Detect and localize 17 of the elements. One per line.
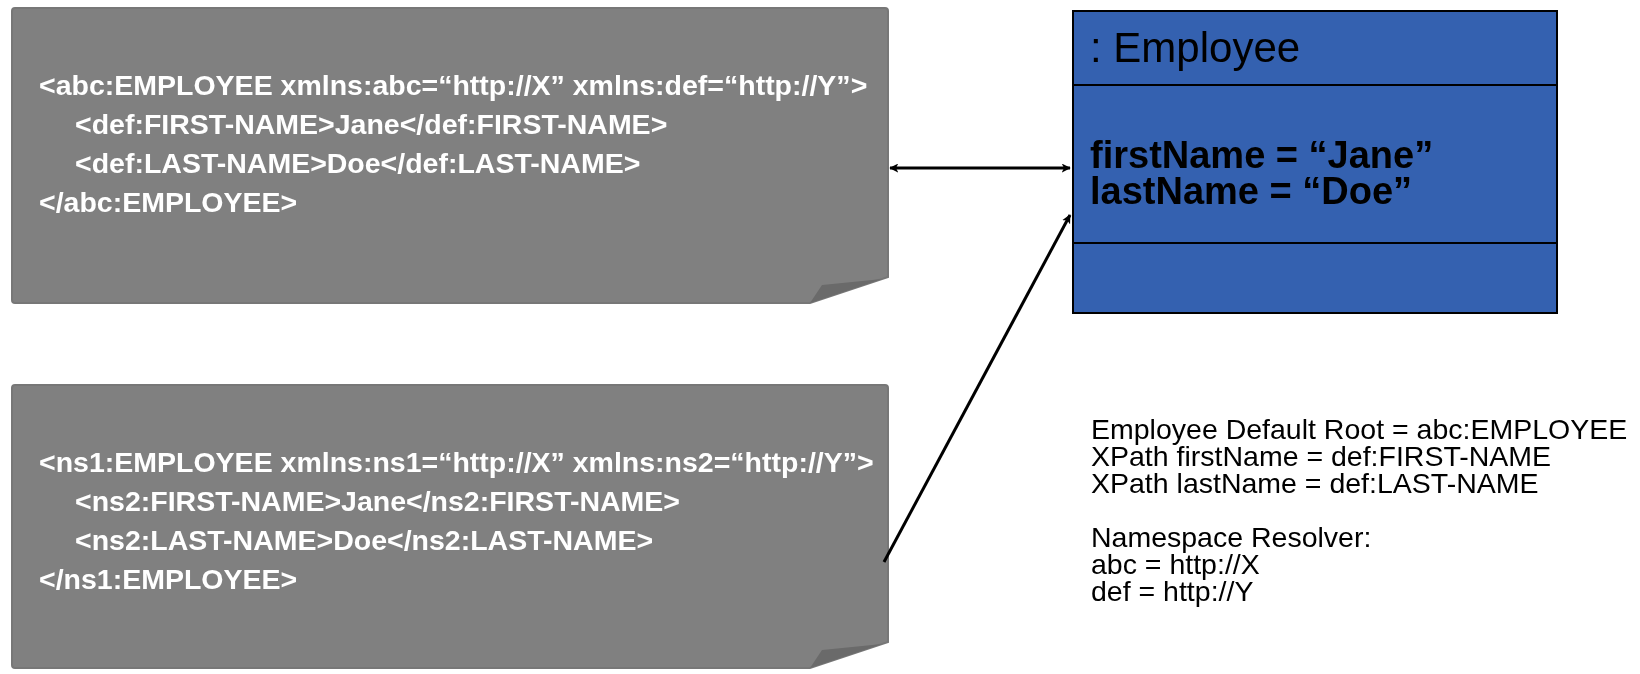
annotation-text: Namespace Resolver: — [1091, 522, 1372, 552]
code-line: <ns2:FIRST-NAME>Jane</ns2:FIRST-NAME> — [75, 484, 680, 519]
code-line: </ns1:EMPLOYEE> — [39, 562, 298, 597]
arrow — [882, 214, 1072, 563]
code-line: <ns2:LAST-NAME>Doe</ns2:LAST-NAME> — [75, 523, 654, 558]
code-line: <def:LAST-NAME>Doe</def:LAST-NAME> — [75, 146, 641, 181]
arrow — [889, 163, 1071, 173]
annotation-text: Employee Default Root = abc:EMPLOYEE — [1091, 414, 1628, 444]
code-line: <abc:EMPLOYEE xmlns:abc=“http://X” xmlns:def=“http://Y”> — [39, 68, 868, 103]
note-shape — [12, 385, 888, 668]
code-line: <def:FIRST-NAME>Jane</def:FIRST-NAME> — [75, 107, 668, 142]
class-name: : Employee — [1090, 24, 1301, 72]
code-line: <ns1:EMPLOYEE xmlns:ns1=“http://X” xmlns:ns2=“http://Y”> — [39, 445, 874, 480]
annotation-text: XPath lastName = def:LAST-NAME — [1091, 468, 1539, 498]
code-line: </abc:EMPLOYEE> — [39, 185, 298, 220]
class-box — [1072, 10, 1558, 314]
note-shape — [12, 8, 888, 303]
